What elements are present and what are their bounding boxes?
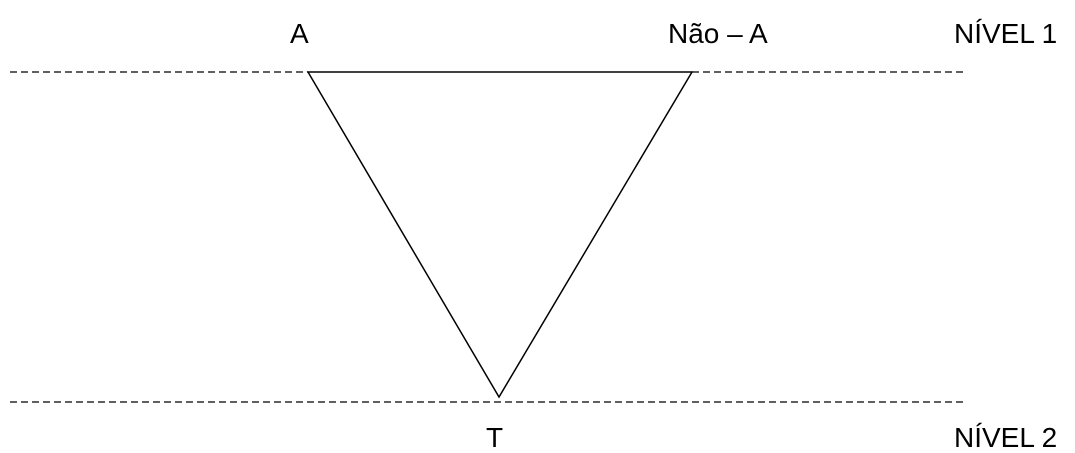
label-nivel-1: NÍVEL 1	[954, 18, 1058, 49]
inverted-triangle	[306, 71, 694, 399]
label-a: A	[290, 18, 309, 49]
label-nivel-2: NÍVEL 2	[954, 422, 1058, 453]
label-nao-a: Não – A	[668, 18, 768, 49]
label-t: T	[486, 422, 504, 453]
